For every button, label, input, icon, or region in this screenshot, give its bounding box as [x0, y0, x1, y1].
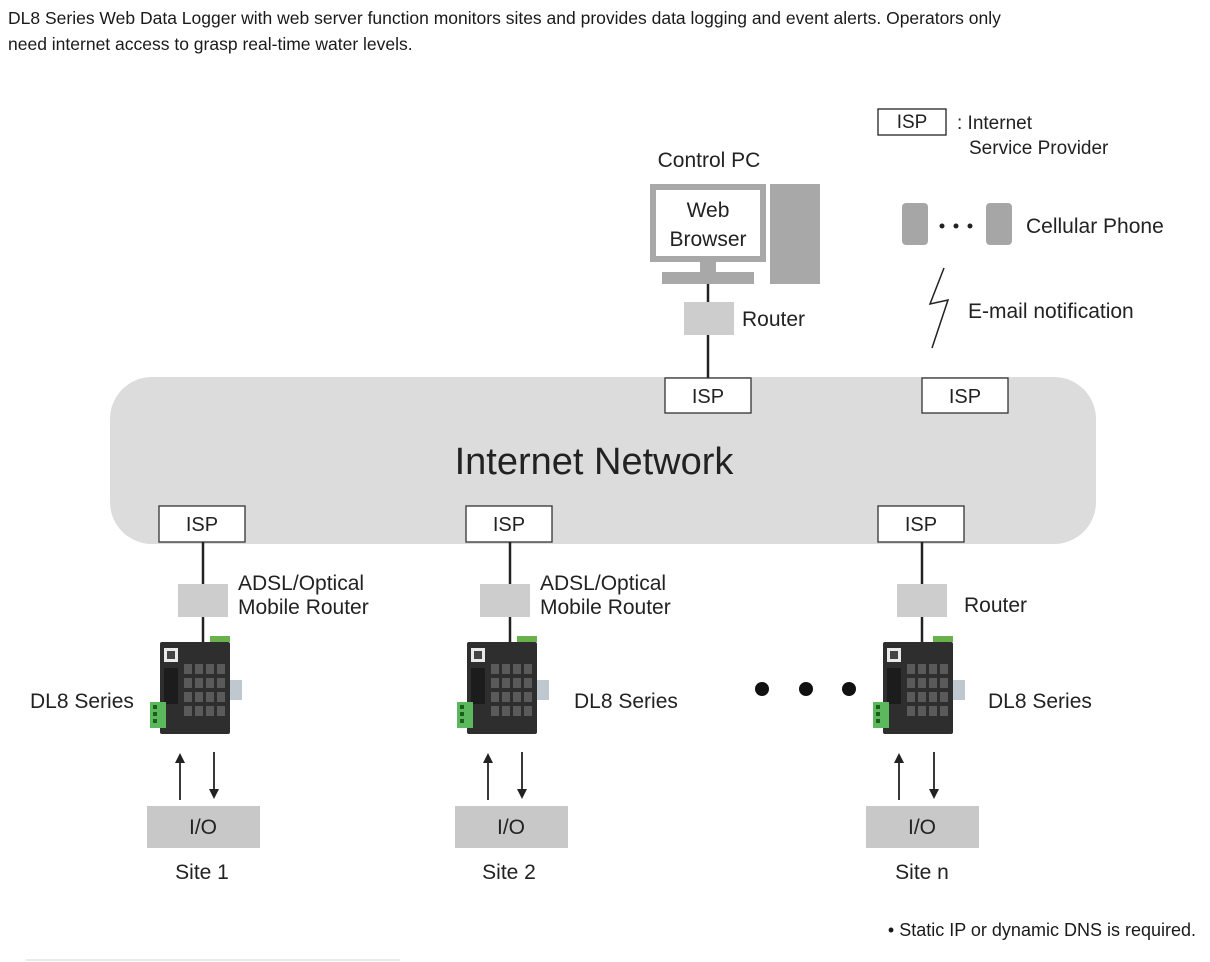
isp-box	[877, 505, 965, 543]
site-name: Site 2	[482, 861, 536, 884]
site-io-label: I/O	[189, 816, 217, 839]
pc-tower-icon	[770, 184, 820, 284]
site-name: Site 1	[175, 861, 229, 884]
cellular-phone-icon	[902, 203, 928, 245]
intro-line-2: need internet access to grasp real-time …	[8, 34, 413, 54]
legend-isp-desc-1: : Internet	[957, 113, 1033, 134]
site-isp-label: ISP	[493, 514, 525, 536]
control-pc: Control PC Web Browser Router ISP ISP	[650, 149, 1009, 414]
site-name: Site n	[895, 861, 949, 884]
lightning-icon	[928, 267, 950, 349]
control-router-label: Router	[742, 308, 805, 331]
control-isp-label: ISP	[692, 386, 724, 408]
legend-cellular: Cellular Phone	[1026, 215, 1164, 238]
site-router-line-2: Mobile Router	[238, 596, 369, 619]
legend-isp-box	[877, 108, 947, 136]
site-router-line-1: ADSL/Optical	[540, 572, 666, 595]
control-pc-title: Control PC	[658, 149, 761, 172]
router-box	[684, 302, 734, 335]
dl8-device-icon	[457, 636, 549, 734]
cellular-isp-label: ISP	[949, 386, 981, 408]
site-router-line-1: ADSL/Optical	[238, 572, 364, 595]
legend-email: E-mail notification	[968, 300, 1134, 323]
internet-network-label: Internet Network	[455, 441, 735, 483]
dl8-device-icon	[873, 636, 965, 734]
footnote: • Static IP or dynamic DNS is required.	[888, 920, 1196, 940]
router-box	[480, 584, 530, 617]
router-box	[178, 584, 228, 617]
router-box	[897, 584, 947, 617]
cellular-phone-icon	[986, 203, 1012, 245]
internet-network-area	[110, 377, 1096, 544]
io-box	[147, 806, 260, 848]
site-device-label: DL8 Series	[574, 690, 678, 713]
intro-line-1: DL8 Series Web Data Logger with web serv…	[8, 8, 1001, 28]
site-io-label: I/O	[497, 816, 525, 839]
site-device-label: DL8 Series	[30, 690, 134, 713]
site-router-line-1: Router	[964, 594, 1027, 617]
dl8-device-icon	[150, 636, 242, 734]
site-n: ISP Router DL8 Series I/O Site n	[866, 505, 1092, 884]
isp-box	[664, 377, 752, 414]
site-device-label: DL8 Series	[988, 690, 1092, 713]
site-1: ISP ADSL/Optical Mobile Router DL8 Serie…	[30, 505, 369, 884]
site-isp-label: ISP	[905, 514, 937, 536]
web-browser-line-1: Web	[687, 199, 730, 222]
legend-isp-label: ISP	[897, 112, 928, 133]
site-2: ISP ADSL/Optical Mobile Router DL8 Serie…	[455, 505, 678, 884]
web-browser-line-2: Browser	[669, 228, 746, 251]
io-box	[866, 806, 979, 848]
more-sites-ellipsis	[755, 682, 856, 696]
site-router-line-2: Mobile Router	[540, 596, 671, 619]
legend-isp-desc-2: Service Provider	[969, 138, 1109, 159]
isp-box	[921, 377, 1009, 414]
intro-text: DL8 Series Web Data Logger with web serv…	[8, 5, 1188, 57]
isp-box	[465, 505, 553, 543]
site-isp-label: ISP	[186, 514, 218, 536]
isp-box	[158, 505, 246, 543]
site-io-label: I/O	[908, 816, 936, 839]
io-box	[455, 806, 568, 848]
legend: ISP : Internet Service Provider Cellular…	[877, 108, 1164, 349]
